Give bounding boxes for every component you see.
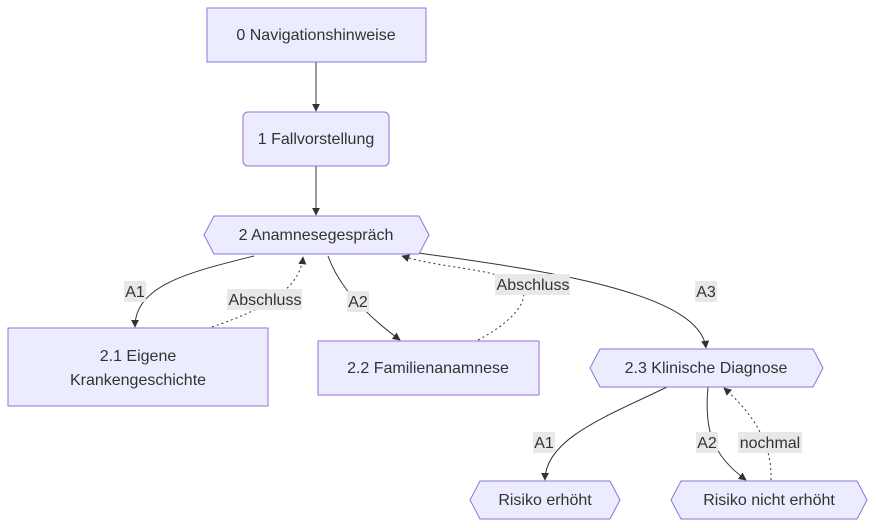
svg-text:A2: A2 xyxy=(697,435,717,452)
edge-label-n23-n4: A2 xyxy=(696,432,718,453)
node-eigene-krankengeschichte[interactable]: 2.1 Eigene Krankengeschichte xyxy=(7,327,269,407)
node-anamnesegespraech[interactable]: 2 Anamnesegespräch xyxy=(203,215,430,255)
edges xyxy=(131,62,772,481)
edge-label-n2-n23: A3 xyxy=(695,281,717,302)
svg-text:A2: A2 xyxy=(348,294,368,311)
node-familienanamnese[interactable]: 2.2 Familienanamnese xyxy=(317,340,540,396)
svg-text:A1: A1 xyxy=(125,284,145,301)
edge-n23-n3[interactable] xyxy=(541,386,668,481)
edge-n21-n2[interactable] xyxy=(211,256,307,328)
svg-text:Krankengeschichte: Krankengeschichte xyxy=(70,372,206,389)
edge-label-n23-n3: A1 xyxy=(533,432,555,453)
edge-label-n2-n21: A1 xyxy=(124,281,146,302)
svg-text:Risiko nicht erhöht: Risiko nicht erhöht xyxy=(703,492,835,509)
svg-text:Abschluss: Abschluss xyxy=(497,277,570,294)
edge-label-n2-n22: A2 xyxy=(347,291,369,312)
svg-text:Abschluss: Abschluss xyxy=(229,292,302,309)
edge-n22-n2[interactable] xyxy=(401,254,525,341)
svg-text:2.1 Eigene: 2.1 Eigene xyxy=(100,348,177,365)
svg-text:2.2 Familienanamnese: 2.2 Familienanamnese xyxy=(347,360,509,377)
edge-label-n21-n2: Abschluss xyxy=(227,289,302,310)
edge-n2-n21[interactable] xyxy=(131,255,255,328)
edge-labels: A1 Abschluss A2 Abschluss A3 A1 A2 noch xyxy=(124,274,802,453)
nodes: 0 Navigationshinweise 1 Fallvorstellung … xyxy=(7,7,868,520)
svg-text:A1: A1 xyxy=(534,435,554,452)
node-risiko-erhoeht[interactable]: Risiko erhöht xyxy=(469,480,621,520)
svg-text:2.3 Klinische Diagnose: 2.3 Klinische Diagnose xyxy=(625,360,788,377)
svg-text:0 Navigationshinweise: 0 Navigationshinweise xyxy=(236,27,395,44)
node-risiko-nicht-erhoeht[interactable]: Risiko nicht erhöht xyxy=(670,480,868,520)
node-klinische-diagnose[interactable]: 2.3 Klinische Diagnose xyxy=(589,348,824,388)
svg-text:2 Anamnesegespräch: 2 Anamnesegespräch xyxy=(239,227,394,244)
svg-text:1 Fallvorstellung: 1 Fallvorstellung xyxy=(258,131,375,148)
node-fallvorstellung[interactable]: 1 Fallvorstellung xyxy=(242,111,390,167)
edge-label-n4-n23: nochmal xyxy=(738,432,802,453)
edge-label-n22-n2: Abschluss xyxy=(495,274,570,295)
edge-n2-n23[interactable] xyxy=(417,252,710,349)
svg-text:A3: A3 xyxy=(696,284,716,301)
svg-text:nochmal: nochmal xyxy=(740,435,800,452)
node-navigationshinweise[interactable]: 0 Navigationshinweise xyxy=(206,7,427,63)
svg-text:Risiko erhöht: Risiko erhöht xyxy=(498,492,592,509)
